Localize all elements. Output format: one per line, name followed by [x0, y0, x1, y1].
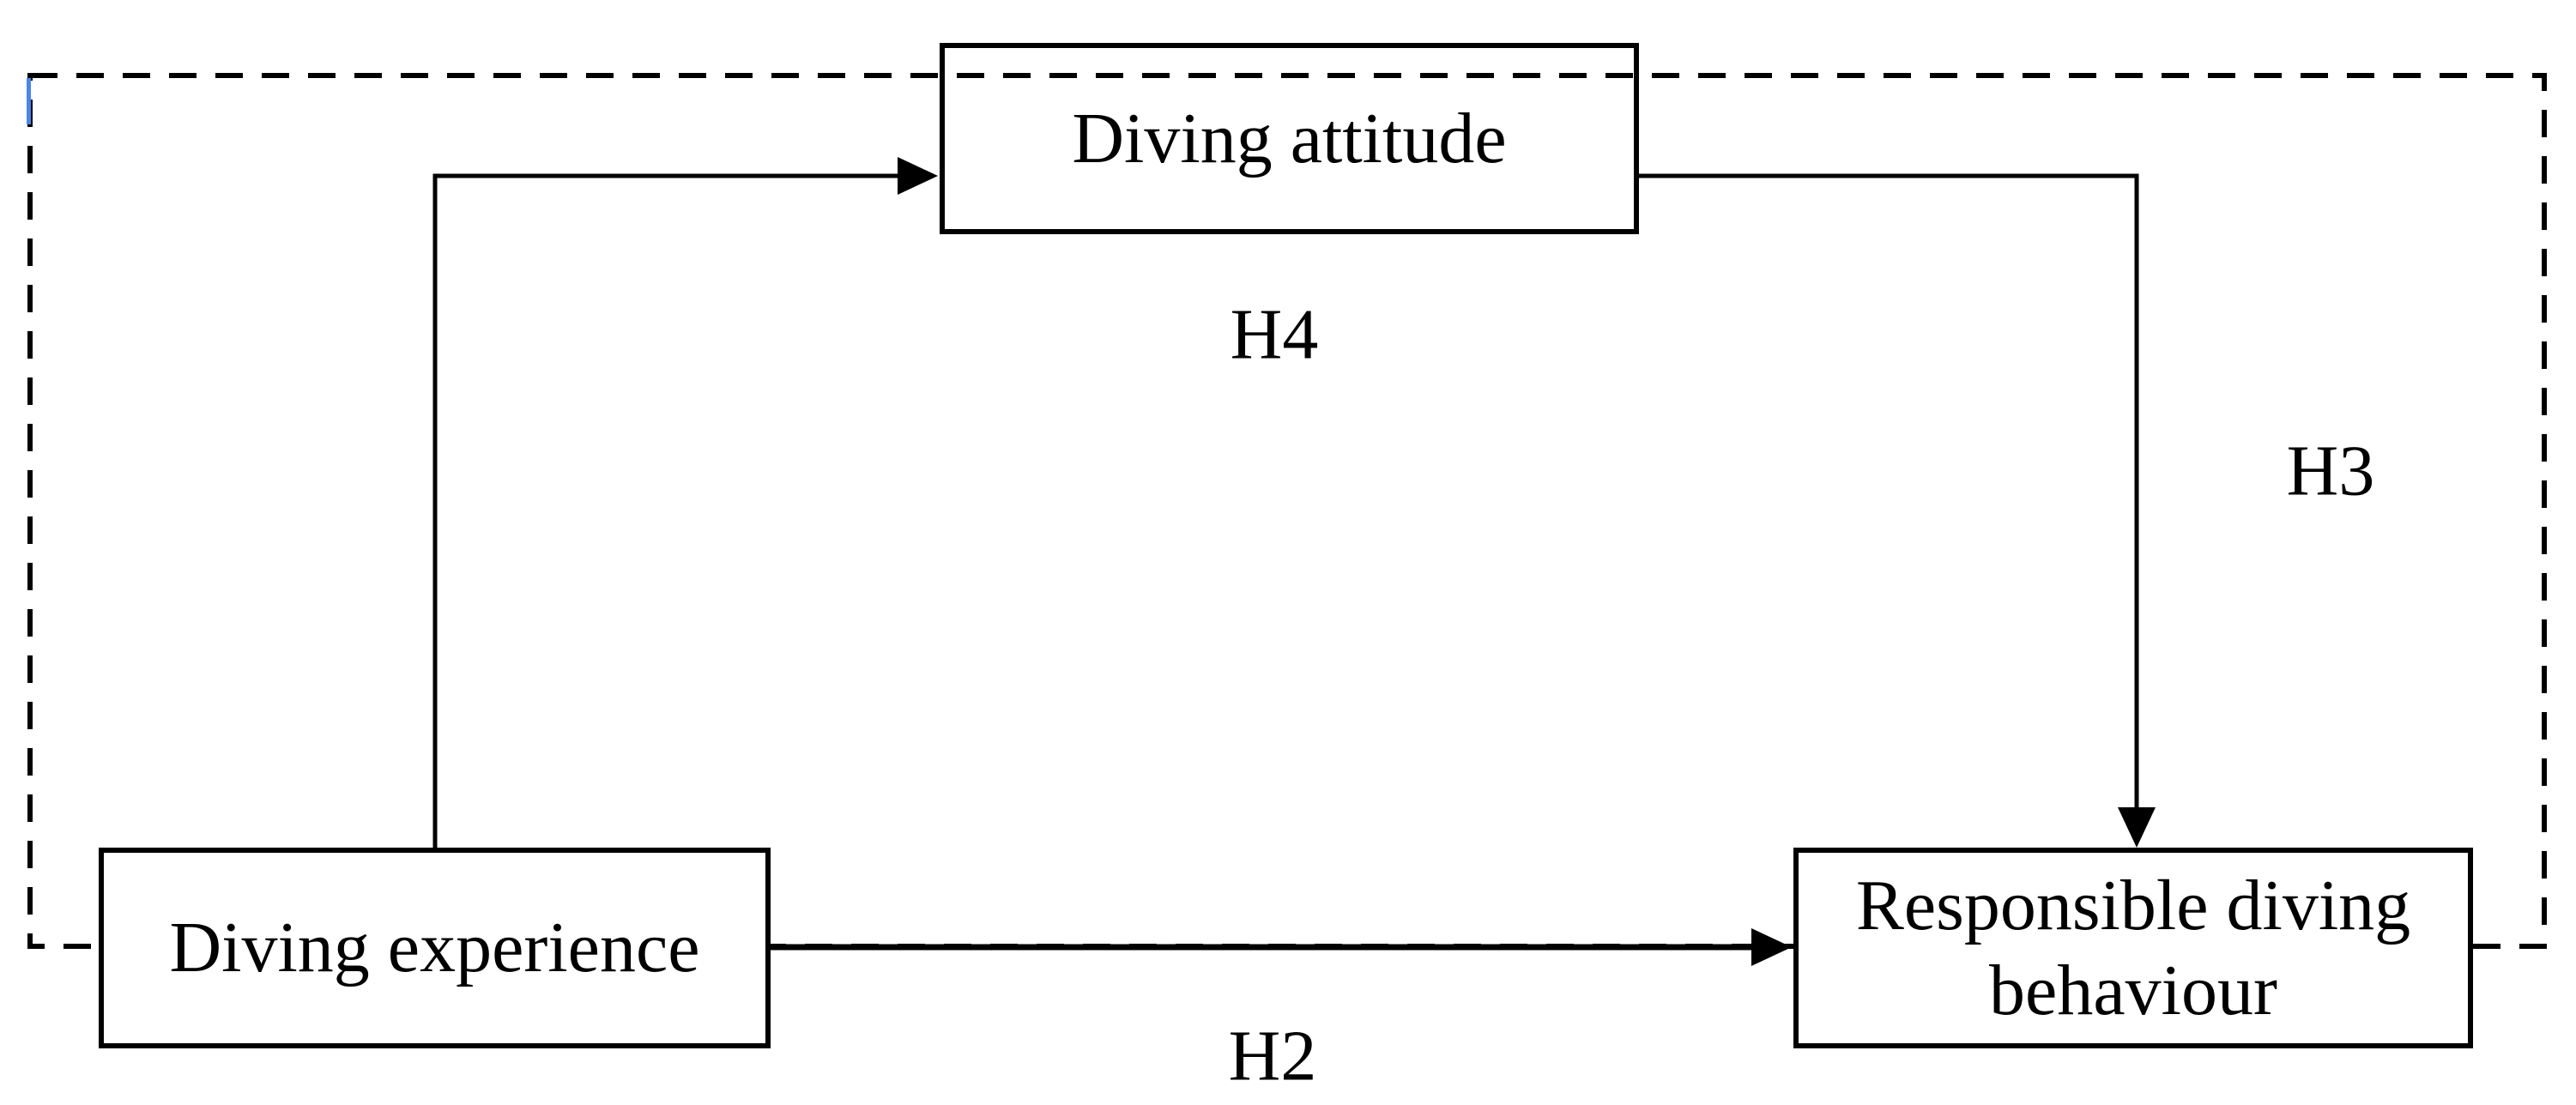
node-responsible-diving-behaviour-label: Responsible diving behaviour [1855, 865, 2411, 1030]
label-h3: H3 [2286, 431, 2375, 511]
label-h2: H2 [1228, 1016, 1317, 1096]
h4-arrowhead-icon [898, 157, 938, 195]
h3-arrowhead-icon [2118, 807, 2156, 848]
node-diving-experience-label: Diving experience [169, 908, 700, 988]
node-diving-experience: Diving experience [99, 848, 771, 1048]
label-h4: H4 [1230, 294, 1319, 375]
blue-artifact-line [27, 78, 31, 124]
node-diving-attitude-label: Diving attitude [1072, 98, 1507, 178]
h2-arrowhead-icon [1751, 928, 1792, 966]
node-responsible-diving-behaviour: Responsible diving behaviour [1793, 848, 2473, 1048]
h3-arrow-line [1636, 173, 2139, 811]
node-diving-attitude: Diving attitude [940, 43, 1639, 234]
h4-arrow-line [432, 173, 901, 848]
